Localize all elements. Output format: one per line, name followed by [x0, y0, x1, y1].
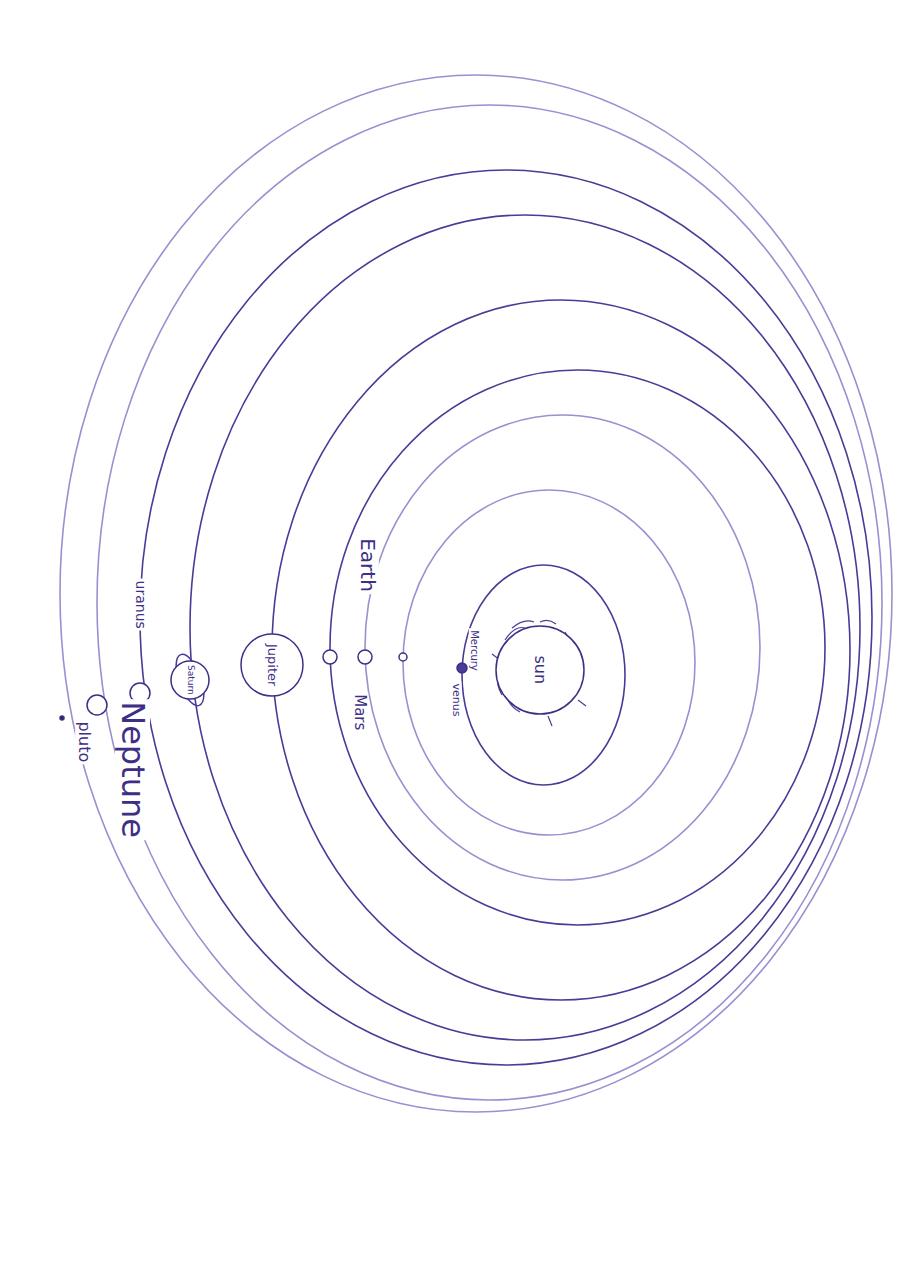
- planet-label: Saturn: [185, 663, 195, 697]
- pluto-planet: pluto: [59, 715, 65, 721]
- planet-outline: [322, 649, 338, 665]
- earth-planet: Earth: [357, 649, 373, 665]
- orbit: [462, 565, 625, 785]
- planet-outline: [456, 662, 468, 674]
- neptune-planet: Neptune: [86, 694, 108, 716]
- sun-circle: sun: [495, 625, 585, 715]
- planet-label: uranus: [132, 579, 147, 631]
- mercury-planet: Mercury: [456, 662, 468, 674]
- planet-label: Mercury: [469, 628, 480, 673]
- orbit: [365, 415, 760, 880]
- planet-outline: [357, 649, 373, 665]
- orbit: [190, 215, 860, 1040]
- orbit: [140, 170, 872, 1065]
- mars-planet: Mars: [322, 649, 338, 665]
- sun-rays: [492, 620, 586, 726]
- saturn-planet: Saturn: [170, 660, 210, 700]
- planet-outline: [398, 652, 408, 662]
- planet-label: Neptune: [114, 700, 149, 841]
- orbit: [97, 105, 882, 1100]
- planet-label: Earth: [357, 536, 379, 594]
- orbit: [403, 490, 695, 835]
- planet-label: Jupiter: [265, 642, 279, 688]
- jupiter-planet: Jupiter: [240, 633, 304, 697]
- orbit: [330, 370, 825, 925]
- planet-outline: [59, 715, 65, 721]
- venus-planet: venus: [398, 652, 408, 662]
- orbit: [60, 75, 892, 1112]
- planet-label: pluto: [75, 720, 93, 765]
- planet-outline: [86, 694, 108, 716]
- planet-label: sun: [531, 654, 549, 687]
- planet-label: Mars: [352, 692, 369, 732]
- planet-label: venus: [449, 682, 461, 719]
- orbit: [272, 300, 850, 1000]
